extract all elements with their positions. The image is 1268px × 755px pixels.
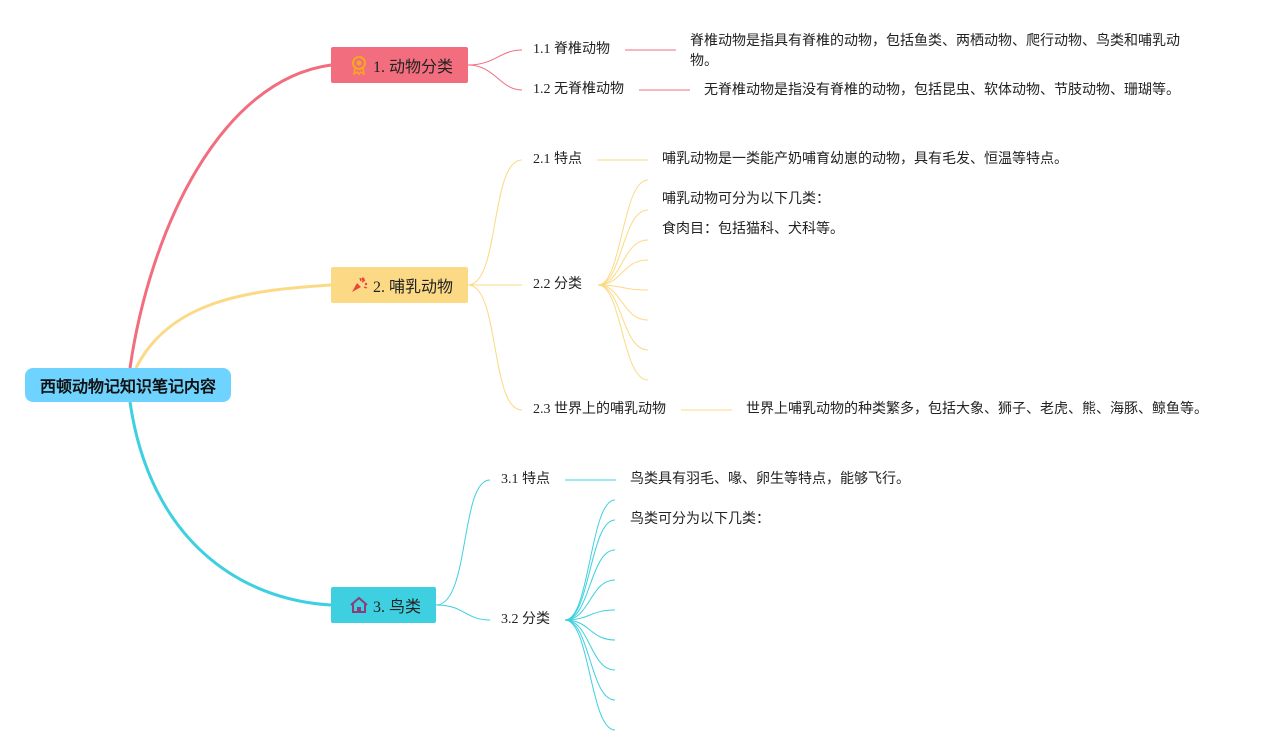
- connector-root-branch-1: [128, 63, 332, 369]
- connector-3-2-fan: [564, 499, 616, 731]
- note-world-mammals: 世界上哺乳动物的种类繁多，包括大象、狮子、老虎、熊、海豚、鲸鱼等。: [746, 402, 1208, 417]
- root-topic[interactable]: 西顿动物记知识笔记内容: [25, 368, 231, 402]
- connector-root-branch-2: [134, 283, 332, 369]
- connector-1-1: [467, 49, 523, 66]
- branch-topic-animal-classification[interactable]: 1. 动物分类: [331, 47, 468, 83]
- note-carnivora: 食肉目：包括猫科、犬科等。: [662, 222, 844, 237]
- note-bird-classes-intro: 鸟类可分为以下几类：: [630, 512, 770, 527]
- note-vertebrates: 脊椎动物是指具有脊椎的动物，包括鱼类、两栖动物、爬行动物、鸟类和哺乳动物。: [690, 34, 1180, 69]
- connector-1-2: [467, 64, 523, 91]
- subtopic-bird-classification[interactable]: 3.2 分类: [501, 612, 550, 627]
- branch-topic-label: 3. 鸟类: [373, 599, 422, 616]
- note-mammal-classes-intro: 哺乳动物可分为以下几类：: [662, 192, 830, 207]
- connector-2-1: [467, 159, 523, 286]
- subtopic-vertebrates[interactable]: 1.1 脊椎动物: [533, 42, 610, 57]
- connector-3-1: [435, 479, 491, 606]
- note-invertebrates: 无脊椎动物是指没有脊椎的动物，包括昆虫、软体动物、节肢动物、珊瑚等。: [704, 83, 1180, 98]
- subtopic-invertebrates[interactable]: 1.2 无脊椎动物: [533, 82, 624, 97]
- branch-topic-label: 2. 哺乳动物: [373, 279, 454, 296]
- subtopic-bird-features[interactable]: 3.1 特点: [501, 472, 550, 487]
- party-popper-icon: [349, 275, 369, 295]
- branch-topic-birds[interactable]: 3. 鸟类: [331, 587, 436, 623]
- root-topic-label: 西顿动物记知识笔记内容: [39, 379, 216, 396]
- connector-3-2: [435, 604, 491, 621]
- connector-2-3: [467, 284, 523, 411]
- house-icon: [349, 595, 369, 615]
- branch-topic-label: 1. 动物分类: [373, 59, 454, 76]
- connector-root-branch-3: [128, 401, 332, 607]
- connector-2-2-fan: [597, 179, 649, 381]
- note-bird-features: 鸟类具有羽毛、喙、卵生等特点，能够飞行。: [630, 472, 910, 487]
- branch-topic-mammals[interactable]: 2. 哺乳动物: [331, 267, 468, 303]
- subtopic-mammal-features[interactable]: 2.1 特点: [533, 152, 582, 167]
- subtopic-mammal-classification[interactable]: 2.2 分类: [533, 277, 582, 292]
- award-ribbon-icon: [349, 55, 369, 75]
- subtopic-world-mammals[interactable]: 2.3 世界上的哺乳动物: [533, 402, 666, 417]
- note-mammal-features: 哺乳动物是一类能产奶哺育幼崽的动物，具有毛发、恒温等特点。: [662, 152, 1068, 167]
